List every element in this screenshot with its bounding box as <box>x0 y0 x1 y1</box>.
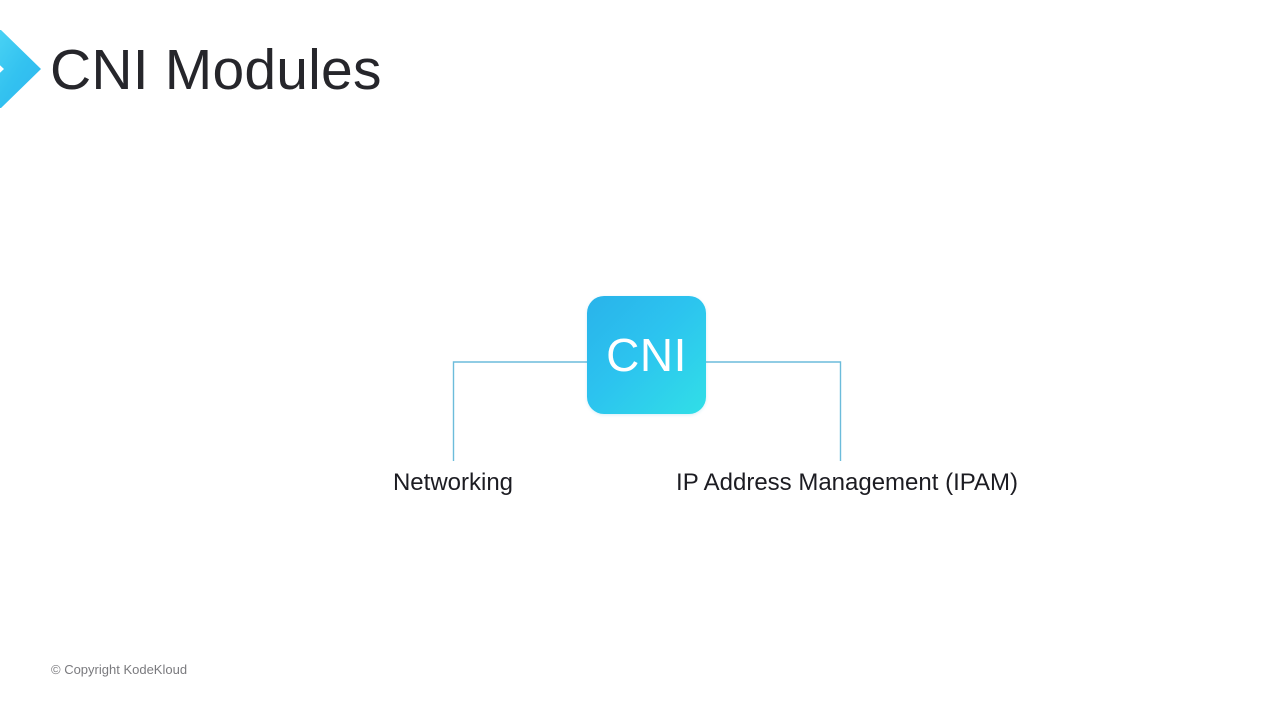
node-cni: CNI <box>587 296 706 414</box>
node-cni-label: CNI <box>606 329 687 381</box>
node-ipam-label: IP Address Management (IPAM) <box>676 469 1018 496</box>
footer-copyright: © Copyright KodeKloud <box>51 662 188 677</box>
node-networking-label: Networking <box>392 469 514 496</box>
page-title: CNI Modules <box>50 38 382 102</box>
chevron-right-icon <box>0 28 42 110</box>
